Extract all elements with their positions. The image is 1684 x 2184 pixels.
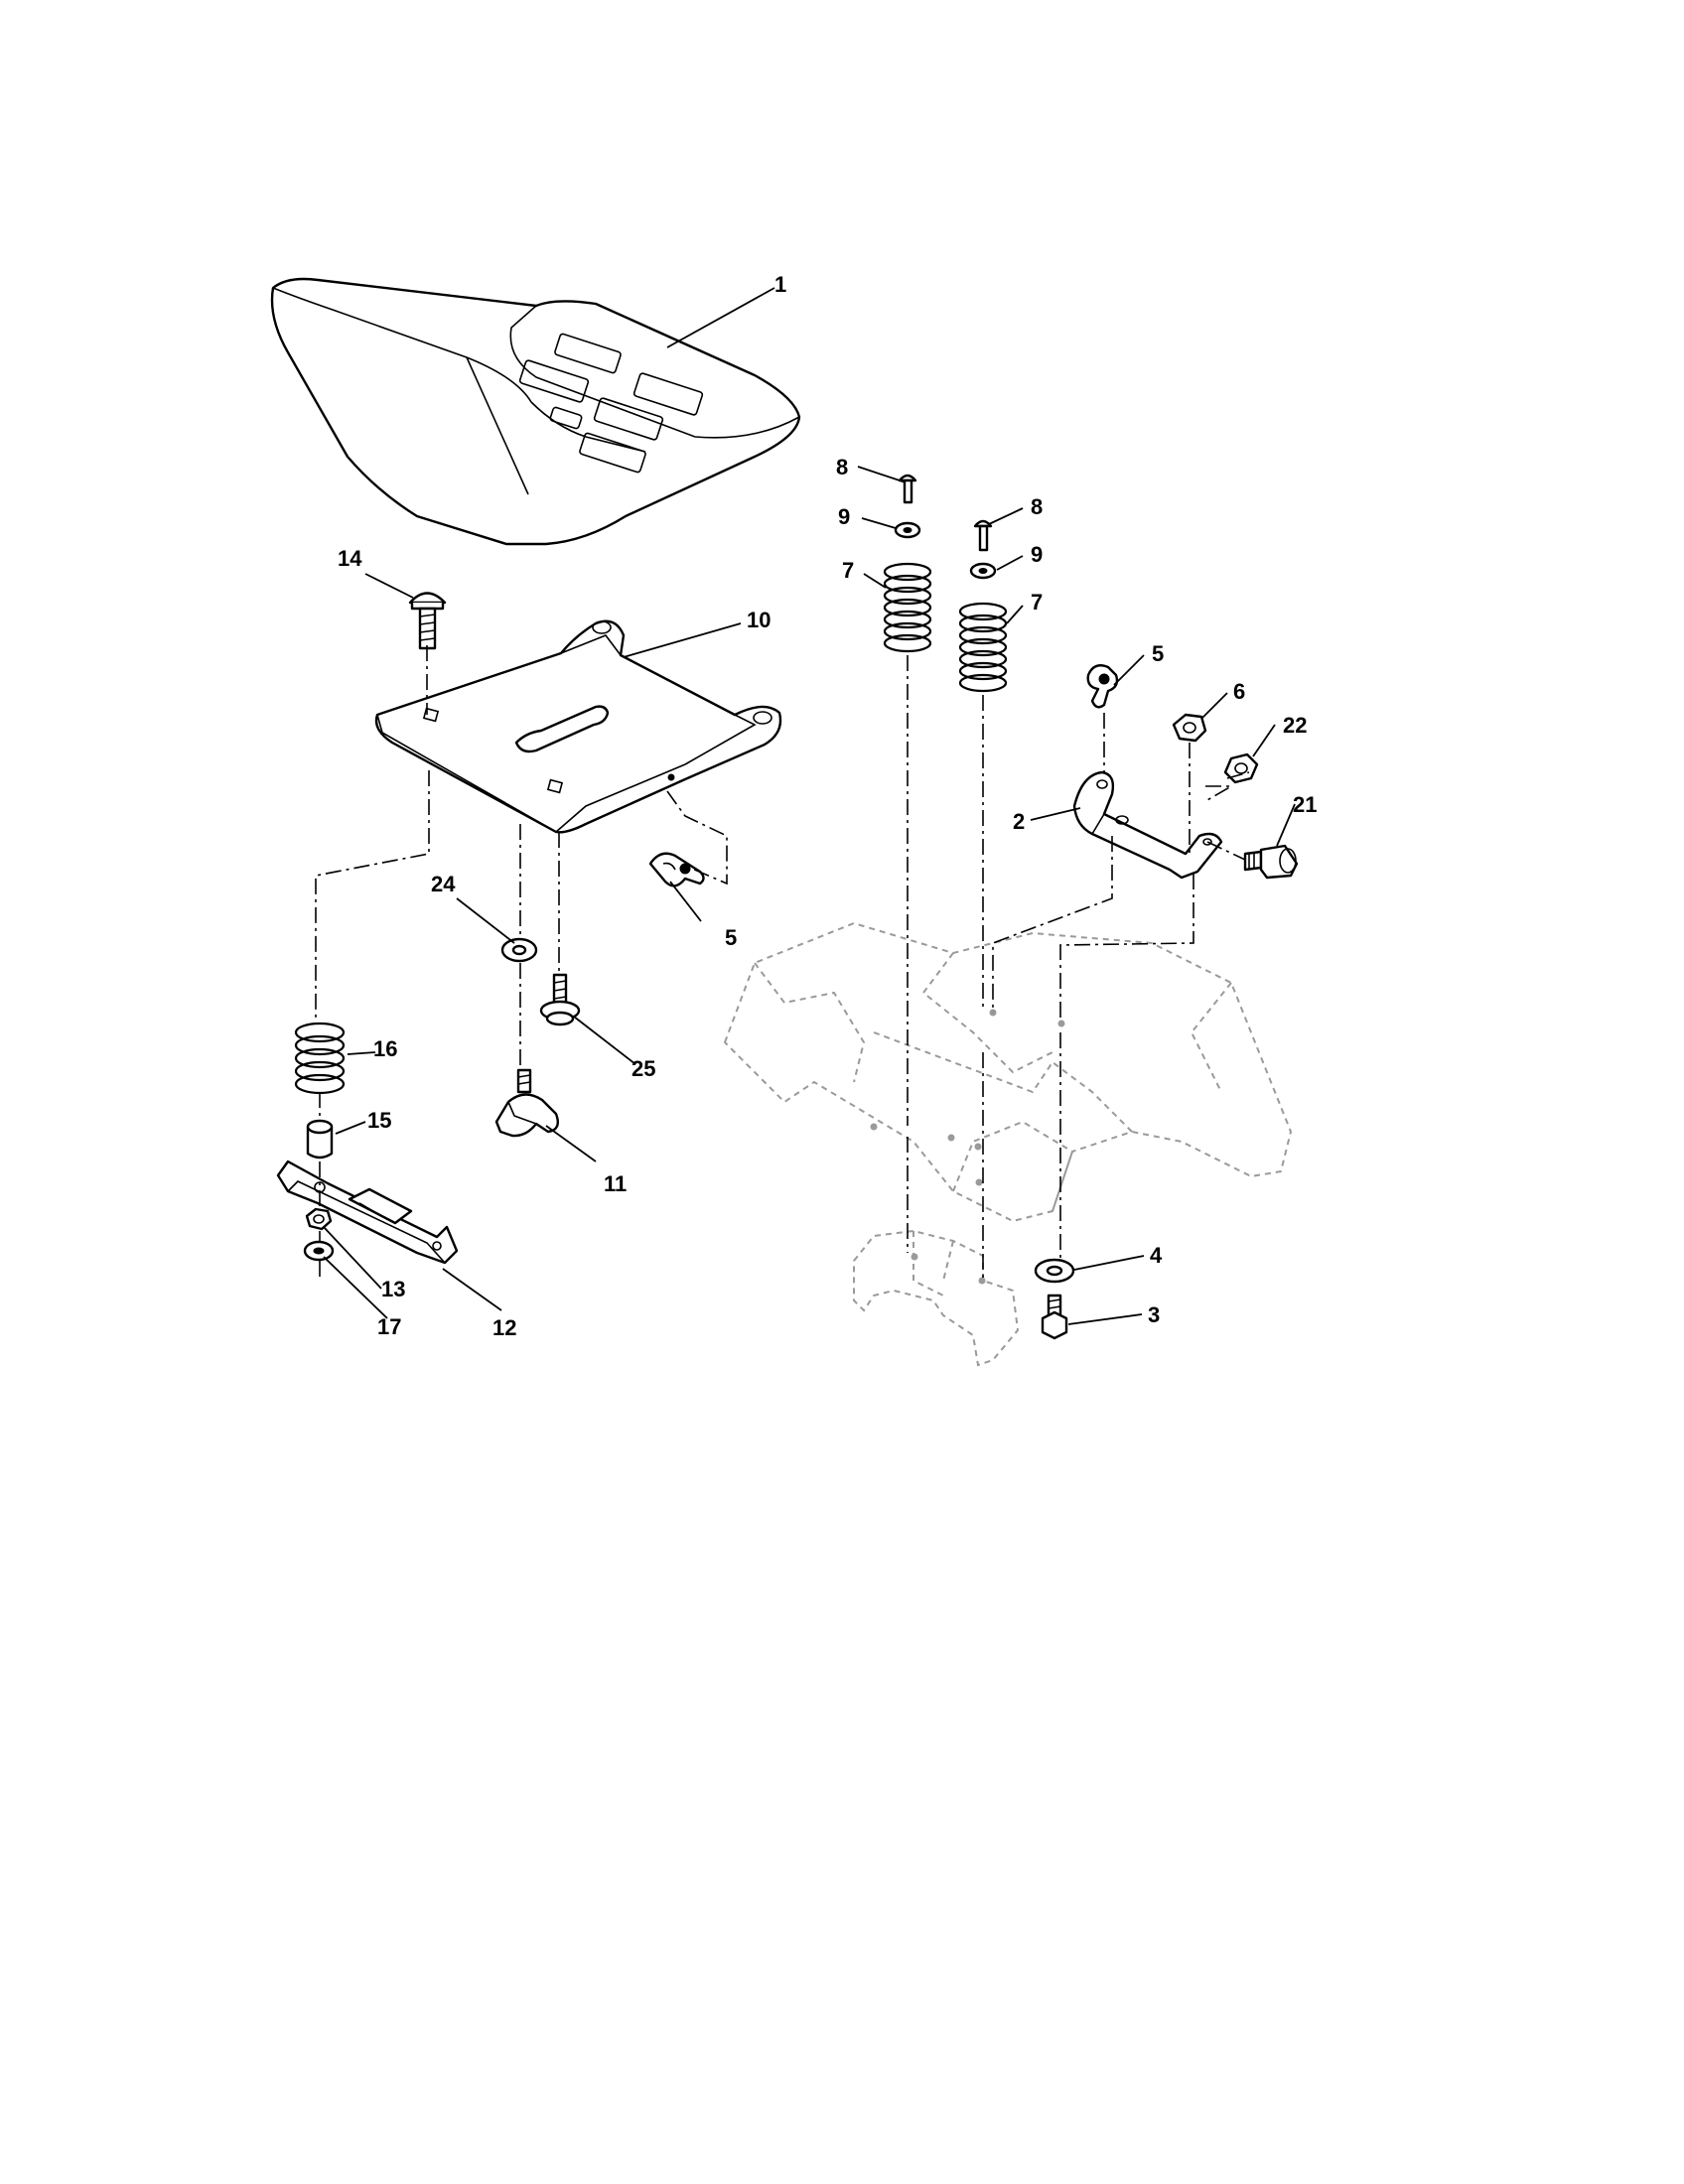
flat-washer-4	[1034, 1258, 1075, 1284]
bolt-3	[1041, 1294, 1068, 1340]
coil-spring-7-left	[883, 562, 932, 653]
seat	[270, 277, 801, 546]
coil-spring-7-right	[958, 602, 1008, 693]
callout-8-left: 8	[836, 455, 848, 479]
callout-5-left: 5	[725, 925, 737, 950]
callout-16: 16	[373, 1036, 397, 1061]
callout-leader-lines	[323, 287, 1296, 1325]
callout-17: 17	[377, 1314, 401, 1339]
spacer-15	[306, 1119, 334, 1160]
callout-21: 21	[1293, 792, 1317, 817]
callout-12: 12	[492, 1315, 516, 1340]
callout-2: 2	[1013, 809, 1025, 834]
hex-nut-13	[305, 1207, 333, 1231]
lock-washer-17	[303, 1240, 335, 1262]
callout-9-left: 9	[838, 504, 850, 529]
washer-9-left	[894, 521, 921, 539]
callout-24: 24	[431, 872, 456, 896]
washer-9-right	[969, 562, 997, 580]
hex-nut-6	[1172, 713, 1207, 743]
seat-pan	[374, 619, 782, 834]
callout-7-left: 7	[842, 558, 854, 583]
callout-5-right: 5	[1152, 641, 1164, 666]
callout-1: 1	[774, 272, 786, 297]
callout-13: 13	[381, 1277, 405, 1301]
callout-6: 6	[1233, 679, 1245, 704]
carriage-bolt	[408, 592, 447, 650]
callout-15: 15	[367, 1108, 391, 1133]
callout-3: 3	[1148, 1302, 1160, 1327]
callout-10: 10	[747, 608, 771, 632]
callout-11: 11	[604, 1171, 627, 1196]
shoulder-bolt-21	[1243, 844, 1299, 880]
callout-4: 4	[1150, 1243, 1163, 1268]
callout-8-right: 8	[1031, 494, 1043, 519]
slide-plate	[276, 1160, 459, 1265]
screw-8-left	[898, 474, 917, 504]
hex-nut-22	[1223, 752, 1259, 784]
shoulder-bolt-25	[539, 973, 581, 1026]
spring-clip-right	[1086, 664, 1119, 709]
callout-22: 22	[1283, 713, 1307, 738]
seat-adjust-knob	[494, 1068, 559, 1138]
callout-labels: 1 2 3 4 5 5 6 7 7 8 8 9 9 10 11 12 13 14…	[338, 272, 1317, 1340]
screw-8-right	[973, 519, 993, 552]
pivot-bracket	[1072, 770, 1223, 880]
callout-25: 25	[632, 1056, 655, 1081]
tractor-frame-outline	[723, 921, 1293, 1367]
assembly-center-lines	[315, 645, 1250, 1281]
flat-washer-24	[500, 937, 538, 963]
callout-7-right: 7	[1031, 590, 1043, 614]
callout-14: 14	[338, 546, 362, 571]
compression-spring-16	[294, 1022, 346, 1095]
callout-9-right: 9	[1031, 542, 1043, 567]
